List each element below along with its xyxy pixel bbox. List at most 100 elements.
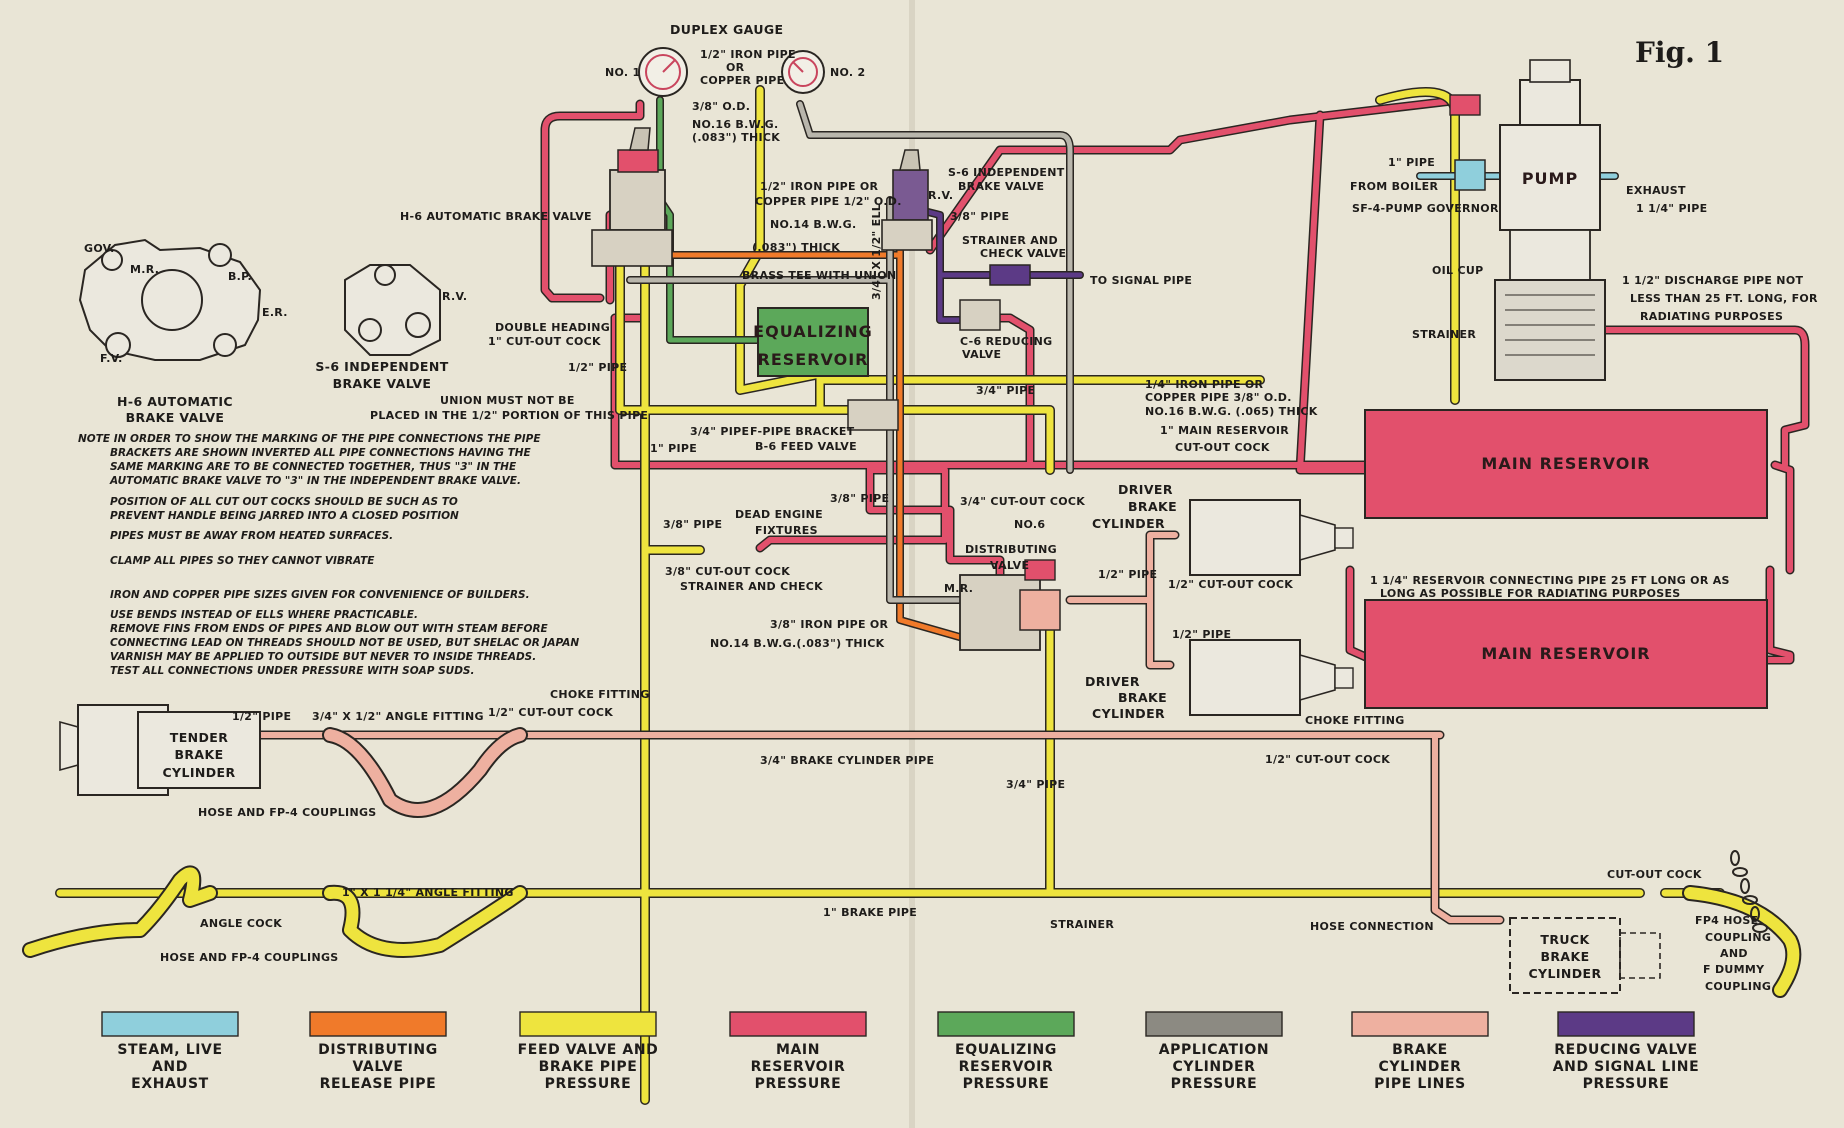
quarter-iron-label-2: COPPER PIPE 3/8" O.D. bbox=[1145, 391, 1292, 404]
boiler-label-2: FROM BOILER bbox=[1350, 180, 1438, 193]
legend-swatch bbox=[729, 1011, 867, 1037]
pump-label: PUMP bbox=[1522, 169, 1578, 188]
driver-cyl-upper-label-3: CYLINDER bbox=[1092, 516, 1165, 531]
note-line: AUTOMATIC BRAKE VALVE TO "3" IN THE INDE… bbox=[109, 475, 521, 487]
exhaust-label-2: 1 1/4" PIPE bbox=[1636, 202, 1707, 215]
note-line: POSITION OF ALL CUT OUT COCKS SHOULD BE … bbox=[110, 496, 458, 508]
hose-connection-label: HOSE CONNECTION bbox=[1310, 920, 1434, 933]
fp4-hose-label-2: COUPLING bbox=[1705, 931, 1771, 944]
legend-text: PRESSURE bbox=[1171, 1076, 1258, 1092]
note-line: BRACKETS ARE SHOWN INVERTED ALL PIPE CON… bbox=[110, 447, 532, 459]
three-eighths-pipe-label-3: 3/8" PIPE bbox=[830, 492, 889, 505]
dummy-coupling-chain bbox=[1730, 850, 1768, 933]
note-line: REMOVE FINS FROM ENDS OF PIPES AND BLOW … bbox=[110, 623, 549, 635]
s6-valve-label-2: BRAKE VALVE bbox=[958, 180, 1044, 193]
oil-cup-label: OIL CUP bbox=[1432, 264, 1483, 277]
s6-valve-label-1: S-6 INDEPENDENT bbox=[948, 166, 1065, 179]
legend-text: FEED VALVE AND bbox=[518, 1042, 659, 1058]
legend-swatch bbox=[1145, 1011, 1283, 1037]
main-reservoir-1: MAIN RESERVOIR bbox=[1364, 409, 1768, 519]
h6-valve-label: H-6 AUTOMATIC BRAKE VALVE bbox=[400, 210, 592, 223]
duplex-gauge-no1 bbox=[638, 47, 688, 97]
equalizing-reservoir-label-1: EQUALIZING bbox=[753, 322, 873, 341]
fp4-hose-label-3: AND bbox=[1720, 947, 1748, 960]
legend-text: PRESSURE bbox=[755, 1076, 842, 1092]
cutout-cock-4-label: 1/2" CUT-OUT COCK bbox=[1168, 578, 1293, 591]
one-brake-pipe-label: 1" BRAKE PIPE bbox=[823, 906, 917, 919]
three-quarter-pipe-label: 3/4" PIPE bbox=[976, 384, 1035, 397]
hose-fp4-label-2: HOSE AND FP-4 COUPLINGS bbox=[160, 951, 339, 964]
discharge-label-3: RADIATING PURPOSES bbox=[1640, 310, 1783, 323]
cutout-cock-7-label: CUT-OUT COCK bbox=[1607, 868, 1702, 881]
legend-item-distributing: DISTRIBUTING VALVE RELEASE PIPE bbox=[309, 1011, 447, 1092]
double-heading-label-1: DOUBLE HEADING bbox=[495, 321, 610, 334]
driver-brake-cylinder-lower bbox=[1189, 639, 1354, 716]
legend-text: BRAKE PIPE bbox=[539, 1059, 638, 1075]
cutout-cock-3-label: 3/4" CUT-OUT COCK bbox=[960, 495, 1085, 508]
gauge-bwg-label-2: (.083") THICK bbox=[692, 131, 780, 144]
tender-brake-cylinder: TENDER BRAKE CYLINDER bbox=[59, 704, 261, 796]
gauge-no1-label: NO. 1 bbox=[605, 66, 640, 79]
fv-small-label: F.V. bbox=[100, 352, 123, 365]
gauge-pipe-label-1: 1/2" IRON PIPE bbox=[700, 48, 796, 61]
tender-cyl-label-2: BRAKE bbox=[174, 747, 223, 762]
dead-engine-label-1: DEAD ENGINE bbox=[735, 508, 823, 521]
exhaust-label-1: EXHAUST bbox=[1626, 184, 1686, 197]
no6-label-1: NO.6 bbox=[1014, 518, 1045, 531]
tender-cyl-label-3: CYLINDER bbox=[162, 765, 235, 780]
note-line: NOTE IN ORDER TO SHOW THE MARKING OF THE… bbox=[78, 433, 541, 445]
three-quarter-pipe-label-2: 3/4" PIPE bbox=[690, 425, 749, 438]
legend-text: CYLINDER bbox=[1172, 1059, 1255, 1075]
duplex-gauge-no2 bbox=[781, 50, 825, 94]
legend-text: PRESSURE bbox=[963, 1076, 1050, 1092]
union-note-label-2: PLACED IN THE 1/2" PORTION OF THIS PIPE bbox=[370, 409, 648, 422]
legend-item-steam: STEAM, LIVE AND EXHAUST bbox=[101, 1011, 239, 1092]
strainer-and-check-label: STRAINER AND CHECK bbox=[680, 580, 823, 593]
hose-fp4-label-1: HOSE AND FP-4 COUPLINGS bbox=[198, 806, 377, 819]
h6-brake-valve bbox=[591, 127, 673, 267]
choke-fitting-label-1: CHOKE FITTING bbox=[550, 688, 650, 701]
mr-small-label: M.R. bbox=[130, 263, 159, 276]
legend-text: STEAM, LIVE bbox=[117, 1042, 222, 1058]
note-line: CONNECTING LEAD ON THREADS SHOULD NOT BE… bbox=[110, 637, 579, 649]
mr-label: M.R. bbox=[944, 582, 973, 595]
brass-tee-label: BRASS TEE WITH UNION bbox=[742, 269, 896, 282]
iron-pipe-label-4: (.083") THICK bbox=[752, 241, 840, 254]
driver-cyl-lower-label-2: BRAKE bbox=[1118, 690, 1167, 705]
fp4-hose-label-4: F DUMMY bbox=[1703, 963, 1765, 976]
no6-label-3: VALVE bbox=[990, 559, 1029, 572]
no6-label-2: DISTRIBUTING bbox=[965, 543, 1057, 556]
legend-item-brake-cylinder: BRAKE CYLINDER PIPE LINES bbox=[1351, 1011, 1489, 1092]
s6-caption-2: BRAKE VALVE bbox=[333, 376, 432, 391]
pump-governor bbox=[1454, 159, 1486, 191]
three-quarter-pipe-label-3: 3/4" PIPE bbox=[1006, 778, 1065, 791]
three-eighths-pipe-label: 3/8" PIPE bbox=[950, 210, 1009, 223]
union-note-label-1: UNION MUST NOT BE bbox=[440, 394, 575, 407]
fp4-hose-label-5: COUPLING bbox=[1705, 980, 1771, 993]
discharge-label-1: 1 1/2" DISCHARGE PIPE NOT bbox=[1622, 274, 1803, 287]
legend-item-reducing: REDUCING VALVE AND SIGNAL LINE PRESSURE bbox=[1553, 1011, 1699, 1092]
cutout-cock-small-label: 3/8" CUT-OUT COCK bbox=[665, 565, 790, 578]
note-line: VARNISH MAY BE APPLIED TO OUTSIDE BUT NE… bbox=[110, 651, 536, 663]
brake-cyl-pipe-label: 3/4" BRAKE CYLINDER PIPE bbox=[760, 754, 934, 767]
driver-cyl-upper-label-2: BRAKE bbox=[1128, 499, 1177, 514]
legend-text: PRESSURE bbox=[545, 1076, 632, 1092]
rv-label: R.V. bbox=[928, 189, 953, 202]
angle-fitting-2-label: 1" X 1 1/4" ANGLE FITTING bbox=[342, 886, 514, 899]
note-line: CLAMP ALL PIPES SO THEY CANNOT VIBRATE bbox=[110, 555, 375, 567]
s6-brake-valve bbox=[881, 149, 933, 251]
main-res-cutout-label-1: 1" MAIN RESERVOIR bbox=[1160, 424, 1289, 437]
legend-text: APPLICATION bbox=[1159, 1042, 1270, 1058]
three-eighths-pipe-label-2: 3/8" PIPE bbox=[663, 518, 722, 531]
figure-label: Fig. 1 bbox=[1635, 36, 1724, 69]
s6-caption-1: S-6 INDEPENDENT bbox=[315, 359, 448, 374]
legend-item-equalizing: EQUALIZING RESERVOIR PRESSURE bbox=[937, 1011, 1075, 1092]
strainer-check-valve bbox=[989, 264, 1031, 286]
legend-swatch bbox=[309, 1011, 447, 1037]
b6-feed-valve bbox=[847, 399, 899, 431]
legend-swatch bbox=[1557, 1011, 1695, 1037]
legend-text: AND bbox=[152, 1059, 188, 1075]
tender-cyl-label-1: TENDER bbox=[170, 730, 228, 745]
angle-fitting-label: 3/4" X 1/2" ANGLE FITTING bbox=[312, 710, 484, 723]
